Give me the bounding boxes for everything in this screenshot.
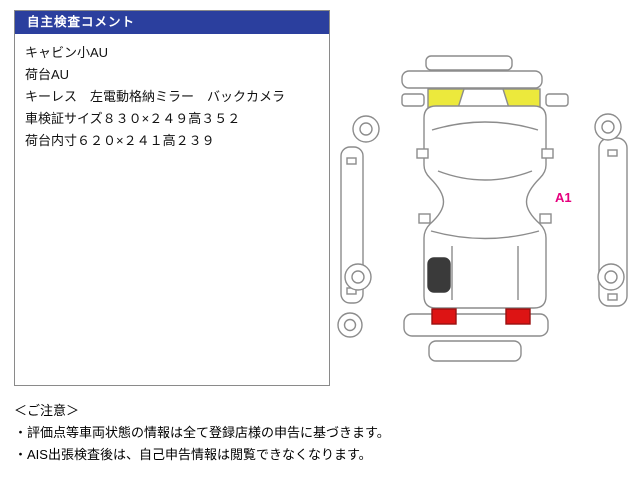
cab-body (423, 105, 547, 309)
spare-wheel-hub (343, 318, 357, 332)
front-top-strip (425, 55, 513, 71)
comment-body: キャビン小AU 荷台AU キーレス 左電動格納ミラー バックカメラ 車検証サイズ… (15, 34, 329, 160)
tail-light-right (505, 308, 531, 325)
comment-title: 自主検査コメント (27, 15, 136, 29)
comment-line: キャビン小AU (25, 45, 109, 60)
marker-square (416, 148, 429, 159)
front-bumper (401, 70, 543, 89)
rail-notch (607, 149, 618, 157)
left-mirror (401, 93, 425, 107)
roof-arc (431, 121, 539, 131)
notice-section: ＜ご注意＞ ・評価点等車両状態の情報は全て登録店様の申告に基づきます。 ・AIS… (14, 400, 390, 466)
bed-top-curve (430, 230, 540, 240)
wheel-rear-left-hub (351, 270, 365, 284)
notice-title: ＜ご注意＞ (14, 403, 80, 418)
right-mirror (545, 93, 569, 107)
cargo-dark-panel (427, 257, 451, 293)
notice-line: ・AIS出張検査後は、自己申告情報は閲覧できなくなります。 (14, 447, 372, 462)
wheel-rear-right-hub (604, 270, 618, 284)
comment-line: 荷台AU (25, 67, 70, 82)
rail-notch (346, 157, 357, 165)
rail-notch (607, 293, 618, 301)
marker-square (541, 148, 554, 159)
comment-header: 自主検査コメント (15, 11, 329, 34)
marker-square (539, 213, 552, 224)
comment-line: キーレス 左電動格納ミラー バックカメラ (25, 89, 286, 104)
notice-line: ・評価点等車両状態の情報は全て登録店様の申告に基づきます。 (14, 425, 390, 440)
comment-line: 車検証サイズ８３０×２４９高３５２ (25, 111, 241, 126)
wheel-front-right-hub (601, 120, 615, 134)
damage-label-a1: A1 (555, 190, 572, 205)
comment-line: 荷台内寸６２０×２４１高２３９ (25, 133, 215, 148)
wheel-front-left-hub (359, 122, 373, 136)
tail-light-left (431, 308, 457, 325)
inspection-comment-box: 自主検査コメント キャビン小AU 荷台AU キーレス 左電動格納ミラー バックカ… (14, 10, 330, 386)
license-plate-area (428, 340, 522, 362)
roof-rear-arc (437, 170, 533, 181)
marker-square (418, 213, 431, 224)
windshield-glass (457, 88, 510, 109)
